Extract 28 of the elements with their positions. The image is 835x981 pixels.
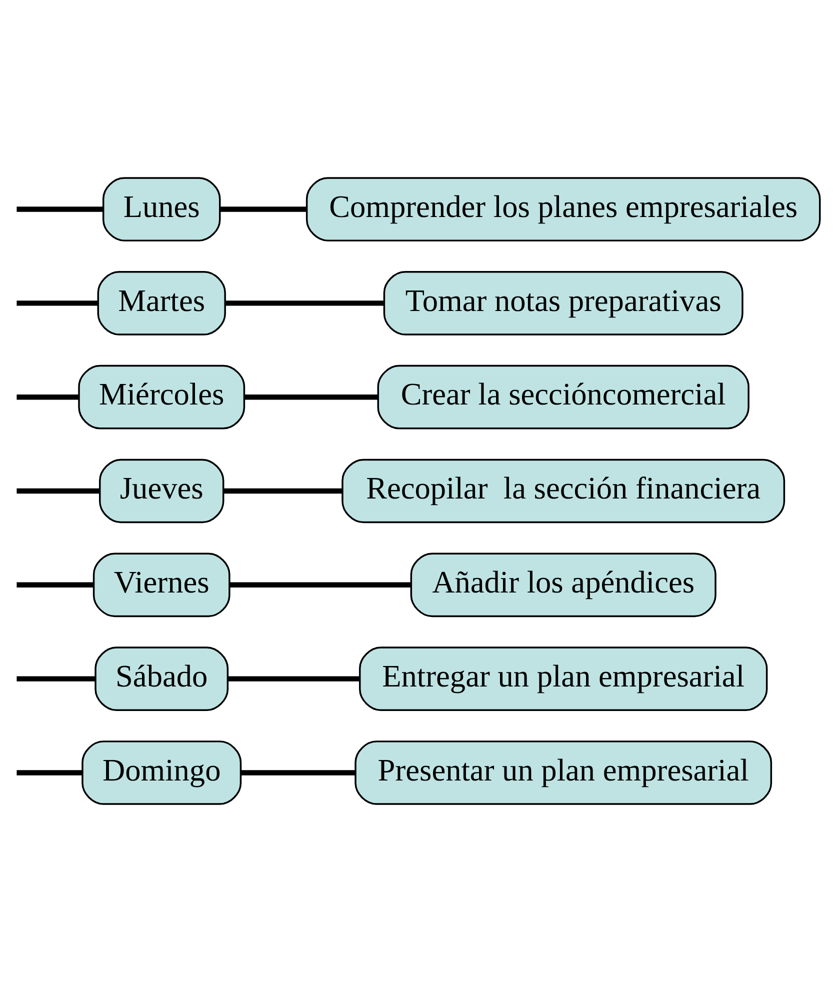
node-box: Lunes (102, 176, 221, 241)
connector (16, 394, 78, 400)
connector (220, 206, 307, 212)
node-box: Sábado (94, 646, 229, 710)
connector (244, 394, 378, 400)
node-box: Miércoles (78, 364, 246, 429)
node-box: Jueves (99, 458, 224, 523)
connector (16, 300, 98, 306)
connector (16, 582, 93, 588)
node-box: Comprender los planes empresariales (306, 176, 821, 241)
connector (16, 676, 96, 681)
node-box: Viernes (92, 552, 230, 617)
node-box: Tomar notas preparativas (383, 270, 744, 335)
node-box: Crear la seccióncomercial (377, 364, 750, 429)
node-box: Entregar un plan empresarial (359, 646, 768, 710)
connector (16, 206, 103, 212)
node-box: Presentar un plan empresarial (354, 740, 772, 804)
connector (230, 582, 410, 588)
connector (240, 770, 356, 775)
connector (225, 300, 384, 306)
node-box: Añadir los apéndices (410, 552, 716, 617)
node-box: Martes (97, 270, 226, 335)
node-box: Domingo (82, 740, 242, 804)
connector (16, 770, 82, 775)
node-box: Recopilar la sección financiera (342, 458, 786, 523)
connector (16, 488, 100, 494)
connector (224, 488, 342, 494)
connector (228, 676, 360, 681)
